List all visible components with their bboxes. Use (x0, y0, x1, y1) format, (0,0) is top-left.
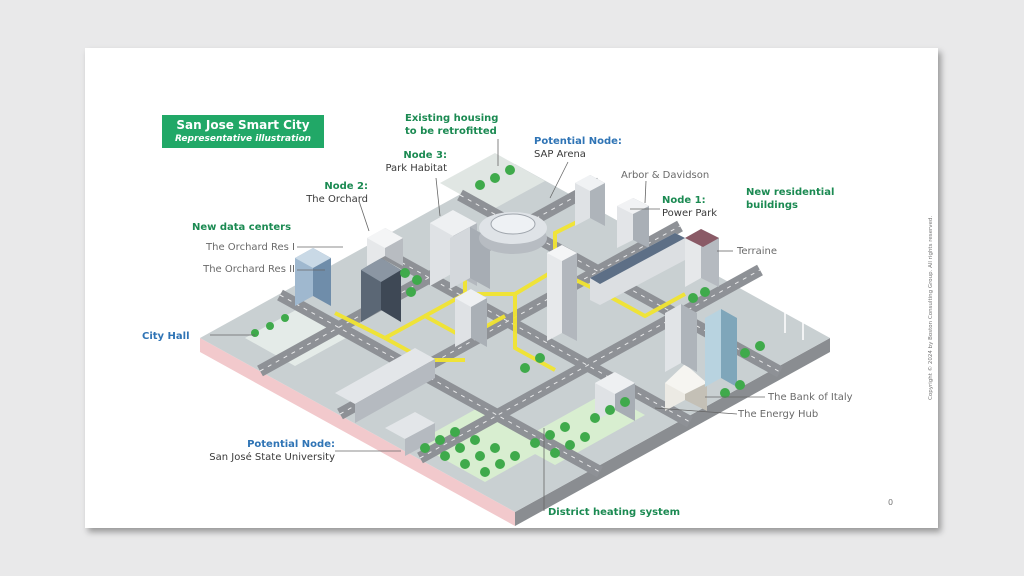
city-illustration (200, 139, 830, 526)
sjsu-name: San José State University (209, 452, 335, 463)
label-node-3: Node 3: Park Habitat (375, 149, 447, 175)
new-residential-line2: buildings (746, 200, 798, 211)
label-bank-of-italy: The Bank of Italy (768, 392, 853, 403)
copyright-notice: Copyright © 2024 by Boston Consulting Gr… (928, 215, 934, 400)
sap-name: SAP Arena (534, 149, 586, 160)
label-terraine: Terraine (737, 246, 778, 257)
building-arbor-davidson (575, 175, 605, 226)
building-terraine (685, 229, 719, 287)
building-glass-towers (665, 304, 737, 387)
node3-name: Park Habitat (385, 163, 447, 174)
label-new-residential: New residential buildings (746, 186, 834, 212)
existing-housing-line1: Existing housing (405, 113, 499, 124)
building-orchard-res-2 (361, 258, 401, 322)
building-orchard-res-1 (295, 248, 331, 306)
building-solar-hall (590, 233, 685, 305)
title-main: San Jose Smart City (176, 118, 310, 132)
label-existing-housing: Existing housing to be retrofitted (405, 112, 499, 138)
sap-tag: Potential Node: (534, 136, 622, 147)
label-new-data-centers: New data centers (192, 222, 292, 233)
title-box: San Jose Smart City Representative illus… (162, 115, 324, 148)
label-district-heating: District heating system (548, 507, 681, 518)
node1-name: Power Park (662, 208, 718, 219)
building-sjsu-campus (335, 348, 435, 456)
building-bank-of-italy (665, 364, 707, 411)
slide: San Jose Smart City Representative illus… (85, 48, 938, 528)
building-energy-hub (595, 372, 635, 421)
label-city-hall: City Hall (142, 331, 190, 342)
base-left-face (200, 338, 515, 526)
node1-tag: Node 1: (662, 195, 706, 206)
label-arbor-davidson: Arbor & Davidson (621, 170, 710, 181)
building-sap-arena (479, 212, 547, 254)
label-node-2: Node 2: The Orchard (290, 180, 368, 206)
callout-lines (210, 139, 765, 511)
base-right-face (515, 338, 830, 526)
label-sjsu: Potential Node: San José State Universit… (185, 438, 335, 464)
label-energy-hub: The Energy Hub (738, 409, 819, 420)
label-node-1: Node 1: Power Park (662, 194, 717, 220)
building-power-park (617, 198, 649, 248)
trees (251, 165, 765, 477)
node2-tag: Node 2: (324, 181, 368, 192)
page-number: 0 (888, 498, 894, 507)
building-city-hall-tower (455, 289, 487, 347)
node2-name: The Orchard (306, 194, 368, 205)
building-the-orchard (367, 228, 403, 266)
sjsu-tag: Potential Node: (247, 439, 335, 450)
label-orchard-res-2: The Orchard Res II (203, 264, 295, 275)
title-subtitle: Representative illustration (174, 134, 312, 144)
wind-turbines (774, 287, 815, 340)
new-residential-line1: New residential (746, 187, 835, 198)
existing-housing-line2: to be retrofitted (405, 126, 497, 137)
building-central-tower (547, 245, 577, 341)
node3-tag: Node 3: (403, 150, 447, 161)
label-orchard-res-1: The Orchard Res I (206, 242, 295, 253)
label-sap-arena: Potential Node: SAP Arena (534, 135, 622, 161)
